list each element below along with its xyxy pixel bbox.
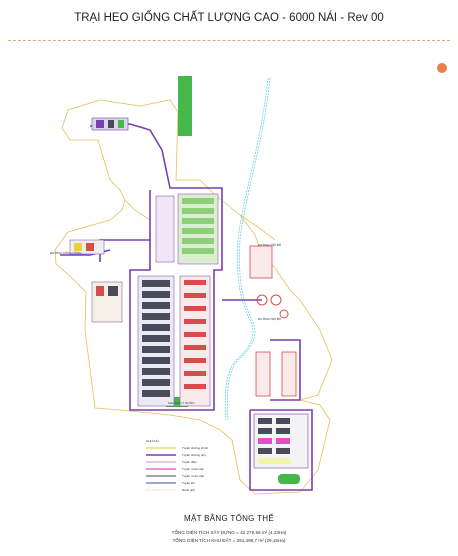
zone-label-water: KHU XỬ LÝ NƯỚC (168, 400, 195, 405)
legend-item: Tuyến khí (182, 481, 195, 485)
gestation-houses (155, 193, 219, 265)
green-zones (166, 63, 447, 484)
farrowing-houses (137, 275, 175, 407)
quarantine-block (253, 413, 309, 469)
water-treatment-zone (166, 397, 188, 407)
road-label-internal-2: DƯỜNG NỘI BỘ (258, 242, 282, 247)
green-strip-top (178, 76, 192, 136)
nursery-houses (179, 275, 211, 407)
admin-block (91, 117, 129, 131)
legend-title: GHI CHÚ (146, 438, 159, 443)
land-area-stat: TỔNG DIỆN TÍCH KHU ĐẤT = 291.498,7 m² (2… (172, 538, 286, 543)
legend-item: Tuyến đường phụ (182, 453, 206, 457)
water-canal (224, 77, 271, 421)
green-pad-bottom (278, 474, 300, 484)
legend: GHI CHÚ Tuyến đường chính Tuyến đường ph… (146, 438, 209, 492)
title-underline (8, 40, 450, 41)
plan-title: MẶT BẰNG TỔNG THỂ (183, 514, 274, 523)
built-area-stat: TỔNG DIỆN TÍCH XÂY DỰNG = 42.279,58 m² (… (171, 530, 287, 535)
treatment-area (249, 245, 297, 397)
page-title: TRẠI HEO GIỐNG CHẤT LƯỢNG CAO - 6000 NÁI… (74, 12, 384, 24)
legend-item: Ranh giới (182, 488, 195, 492)
site-plan-drawing: ĐƯỜNG CÔNG CỘNG DƯỜNG NỘI BỘ DƯỜNG NỘI B… (50, 63, 447, 495)
compass-icon (437, 63, 447, 73)
legend-item: Tuyến điện (182, 460, 197, 464)
road-label-public: ĐƯỜNG CÔNG CỘNG (50, 250, 82, 255)
internal-roads (60, 123, 313, 491)
road-label-internal-1: DƯỜNG NỘI BỘ (258, 316, 282, 321)
legend-item: Tuyến đường chính (182, 446, 209, 450)
legend-item: Tuyến nước thải (182, 474, 204, 478)
legend-item: Tuyến nước cấp (182, 467, 204, 471)
service-block (69, 239, 123, 323)
